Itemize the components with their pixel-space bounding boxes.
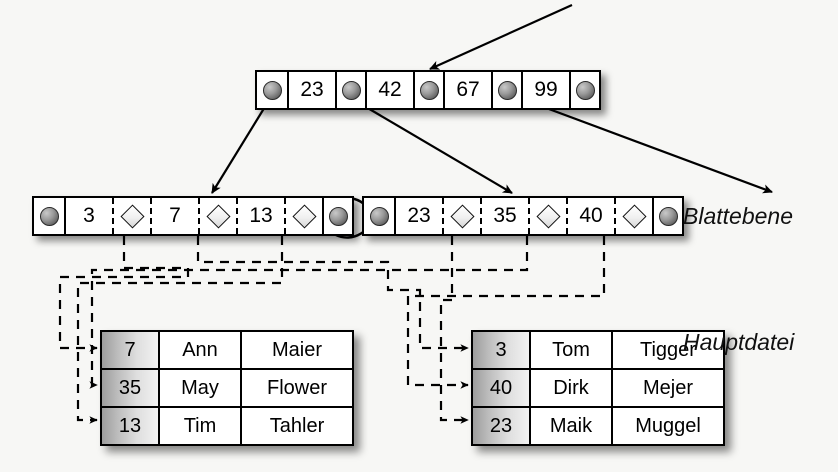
node-pointer-cell[interactable]	[413, 72, 443, 108]
root-index-node[interactable]: 23 42 67 99	[255, 70, 601, 110]
record-pointer-cell[interactable]	[198, 198, 236, 234]
node-pointer-cell[interactable]	[364, 198, 394, 234]
node-pointer-cell[interactable]	[652, 198, 682, 234]
table-cell-key: 3	[473, 332, 529, 368]
node-pointer-cell[interactable]	[257, 72, 287, 108]
node-key-cell[interactable]: 42	[365, 72, 413, 108]
node-key-label: 42	[378, 78, 402, 101]
node-pointer-cell[interactable]	[322, 198, 352, 234]
table-cell-last: Muggel	[611, 408, 723, 444]
node-key-cell[interactable]: 40	[566, 198, 614, 234]
node-key-label: 40	[579, 204, 603, 227]
node-key-label: 7	[169, 204, 181, 227]
pointer-ball-icon	[658, 206, 678, 226]
table-cell-first: Tom	[529, 332, 611, 368]
record-pointer-cell[interactable]	[528, 198, 566, 234]
table-cell-key: 23	[473, 408, 529, 444]
node-key-label: 35	[493, 204, 517, 227]
node-key-cell[interactable]: 7	[150, 198, 198, 234]
diamond-icon	[205, 203, 231, 229]
table-cell-first: Dirk	[529, 370, 611, 406]
leaf-node-left[interactable]: 3 7 13	[32, 196, 354, 236]
node-key-cell[interactable]: 3	[64, 198, 112, 234]
node-key-cell[interactable]: 99	[521, 72, 569, 108]
leaf-node-right[interactable]: 23 35 40	[362, 196, 684, 236]
pointer-ball-icon	[341, 80, 361, 100]
table-cell-first: Ann	[158, 332, 240, 368]
pointer-ball-icon	[369, 206, 389, 226]
node-pointer-cell[interactable]	[491, 72, 521, 108]
node-key-label: 67	[456, 78, 480, 101]
pointer-ball-icon	[497, 80, 517, 100]
diamond-icon	[535, 203, 561, 229]
arrow-into-root	[429, 3, 573, 71]
node-pointer-cell[interactable]	[569, 72, 599, 108]
diamond-icon	[449, 203, 475, 229]
record-pointer-cell[interactable]	[284, 198, 322, 234]
pointer-ball-icon	[419, 80, 439, 100]
table-cell-key: 7	[102, 332, 158, 368]
node-pointer-cell[interactable]	[335, 72, 365, 108]
table-cell-key: 35	[102, 370, 158, 406]
record-pointer-cell[interactable]	[112, 198, 150, 234]
node-key-cell[interactable]: 13	[236, 198, 284, 234]
node-key-label: 23	[407, 204, 431, 227]
pointer-ball-icon	[328, 206, 348, 226]
node-key-label: 3	[83, 204, 95, 227]
diamond-icon	[119, 203, 145, 229]
pointer-ball-icon	[39, 206, 59, 226]
table-cell-first: May	[158, 370, 240, 406]
table-cell-key: 40	[473, 370, 529, 406]
node-pointer-cell[interactable]	[34, 198, 64, 234]
diamond-icon	[621, 203, 647, 229]
node-key-cell[interactable]: 23	[287, 72, 335, 108]
table-cell-last: Flower	[240, 370, 352, 406]
table-cell-first: Maik	[529, 408, 611, 444]
node-key-cell[interactable]: 23	[394, 198, 442, 234]
caption-hauptdatei: Hauptdatei	[683, 329, 795, 355]
node-key-cell[interactable]: 35	[480, 198, 528, 234]
arrow-root-to-right-leaf	[348, 96, 513, 194]
node-key-cell[interactable]: 67	[443, 72, 491, 108]
table-cell-first: Tim	[158, 408, 240, 444]
dashed-link-right-d1	[439, 236, 469, 424]
table-cell-key: 13	[102, 408, 158, 444]
node-key-label: 23	[300, 78, 324, 101]
table-cell-last: Tigger	[611, 332, 723, 368]
pointer-ball-icon	[262, 80, 282, 100]
caption-blattebene: Blattebene	[683, 203, 793, 229]
arrow-root-to-right-outside	[513, 94, 773, 194]
table-cell-last: Mejer	[611, 370, 723, 406]
record-pointer-cell[interactable]	[442, 198, 480, 234]
diamond-icon	[291, 203, 317, 229]
record-pointer-cell[interactable]	[614, 198, 652, 234]
node-key-label: 99	[534, 78, 558, 101]
arrow-root-to-left-leaf	[211, 96, 272, 194]
node-key-label: 13	[249, 204, 273, 227]
table-cell-last: Maier	[240, 332, 352, 368]
table-cell-last: Tahler	[240, 408, 352, 444]
pointer-ball-icon	[575, 80, 595, 100]
